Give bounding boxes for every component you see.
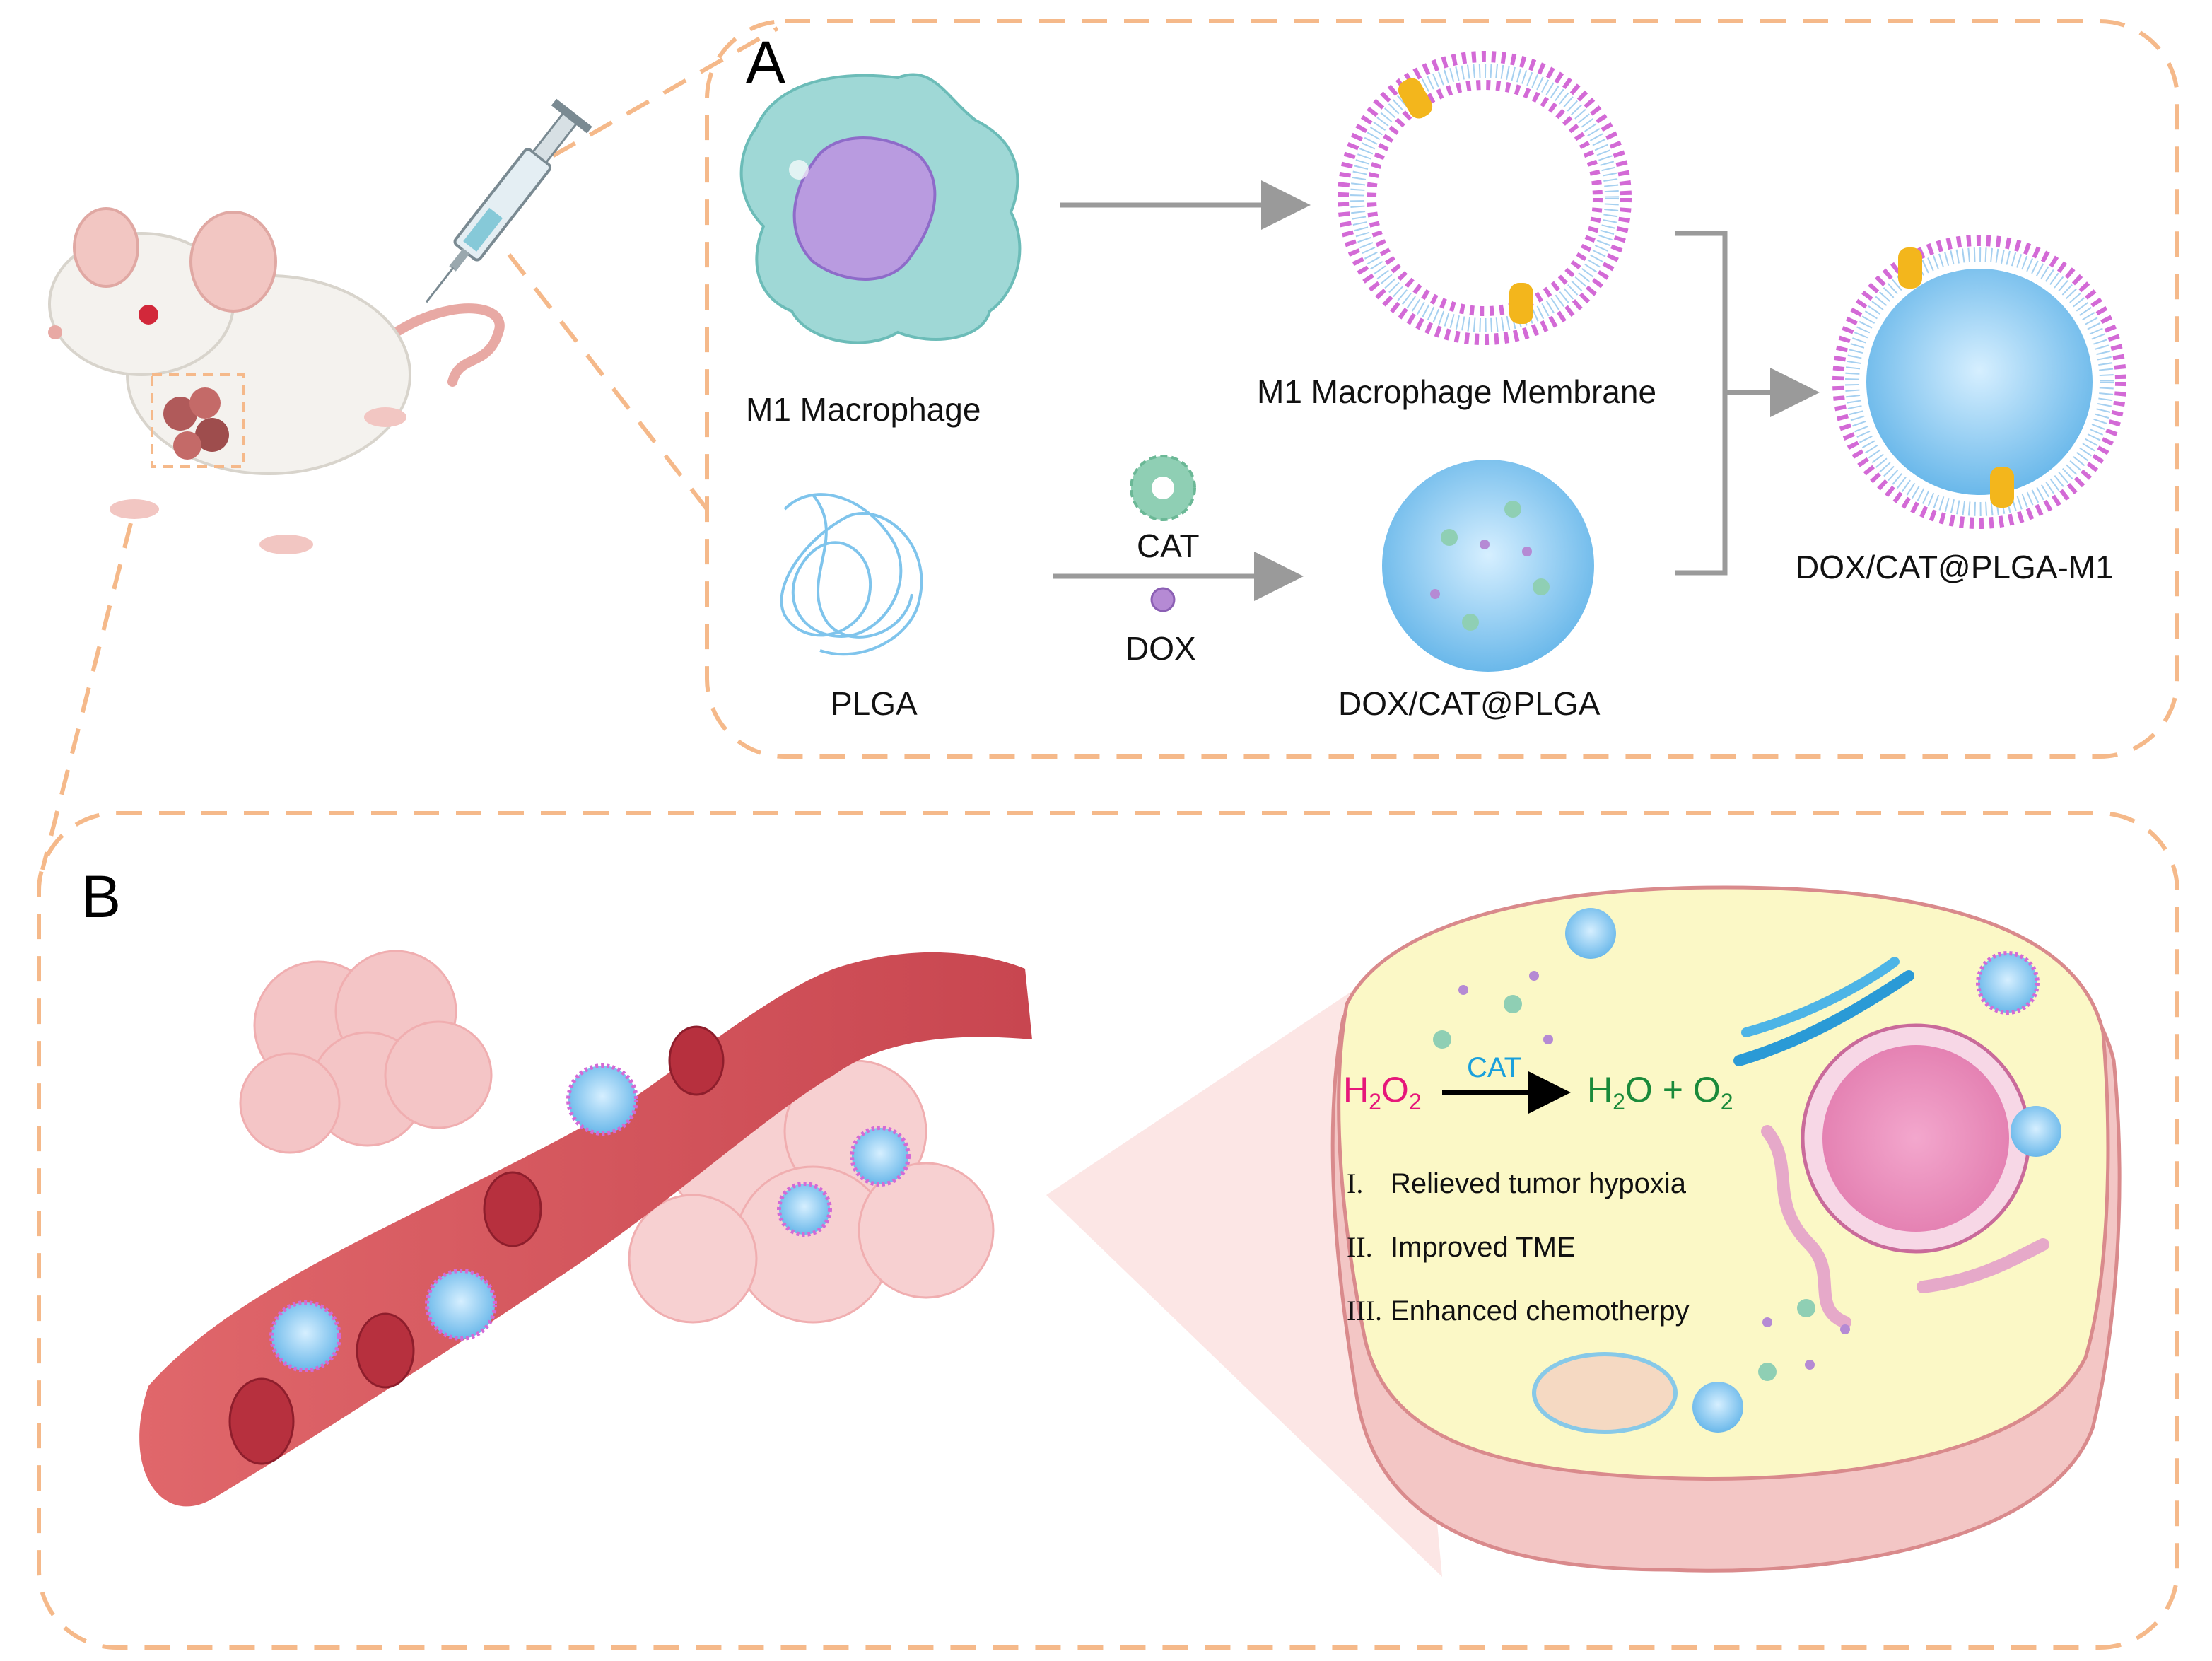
effect-text-1: Relieved tumor hypoxia	[1391, 1168, 1686, 1199]
tumor-cell-enlarged	[1330, 885, 2122, 1573]
effect-item-1: I. Relieved tumor hypoxia	[1347, 1167, 1686, 1200]
plga-polymer-illustration	[780, 493, 923, 656]
label-m1-macrophage-membrane: M1 Macrophage Membrane	[1257, 373, 1657, 410]
vessel-nanoparticles	[269, 1063, 911, 1372]
red-blood-cells	[228, 1025, 725, 1465]
label-plga: PLGA	[831, 685, 918, 722]
syringe-icon	[425, 98, 592, 303]
panel-b-frame	[37, 811, 2179, 1650]
m1-macrophage-illustration	[739, 73, 1022, 344]
effect-text-2: Improved TME	[1391, 1232, 1576, 1263]
label-dox-cat-plga-m1: DOX/CAT@PLGA-M1	[1796, 549, 2114, 585]
zoom-line-a-bottom	[507, 253, 709, 511]
zoom-line-b	[40, 523, 133, 870]
cat-enzyme-icon	[1130, 455, 1196, 521]
m1-macrophage-membrane-vesicle	[1338, 51, 1632, 345]
effect-number-1: I.	[1347, 1167, 1364, 1199]
mouse-illustration	[48, 207, 505, 554]
effect-item-2: II. Improved TME	[1347, 1230, 1576, 1264]
dox-molecule-icon	[1150, 587, 1176, 612]
reaction-reactant-h2o2: H2O2	[1343, 1070, 1422, 1114]
panel-a-frame	[705, 19, 2179, 759]
label-m1-macrophage: M1 Macrophage	[746, 391, 981, 428]
label-dox: DOX	[1125, 630, 1196, 667]
effect-item-3: III. Enhanced chemotherpy	[1347, 1294, 1690, 1327]
reaction-products: H2O + O2	[1587, 1070, 1733, 1114]
zoom-line-a-top	[515, 26, 779, 179]
tumor-cell-cluster-left	[239, 950, 493, 1154]
label-dox-cat-plga: DOX/CAT@PLGA	[1338, 685, 1601, 722]
label-cat: CAT	[1137, 528, 1200, 564]
effect-number-3: III.	[1347, 1295, 1382, 1327]
effect-text-3: Enhanced chemotherpy	[1391, 1295, 1690, 1327]
dox-cat-plga-m1-nanoparticle	[1832, 235, 2126, 529]
dox-cat-plga-nanoparticle	[1382, 460, 1594, 672]
panel-b-letter: B	[81, 863, 122, 930]
panel-a-letter: A	[746, 29, 786, 95]
reaction-enzyme-cat: CAT	[1467, 1052, 1522, 1083]
effect-number-2: II.	[1347, 1231, 1373, 1263]
merge-bracket	[1675, 231, 1728, 576]
